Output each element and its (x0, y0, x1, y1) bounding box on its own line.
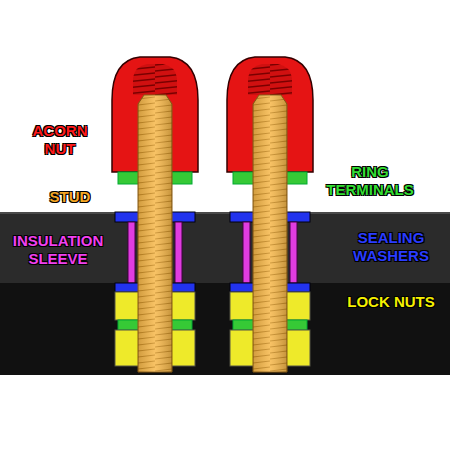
insulation-sleeve-label: INSULATION SLEEVE (4, 232, 112, 268)
stud-label: STUD (35, 188, 105, 206)
sealing-washers-label: SEALING WASHERS (336, 229, 446, 265)
acorn-nut-label: ACORN NUT (20, 122, 100, 158)
lock-nuts-label: LOCK NUTS (336, 293, 446, 311)
ring-terminals-label: RING TERMINALS (322, 163, 418, 199)
